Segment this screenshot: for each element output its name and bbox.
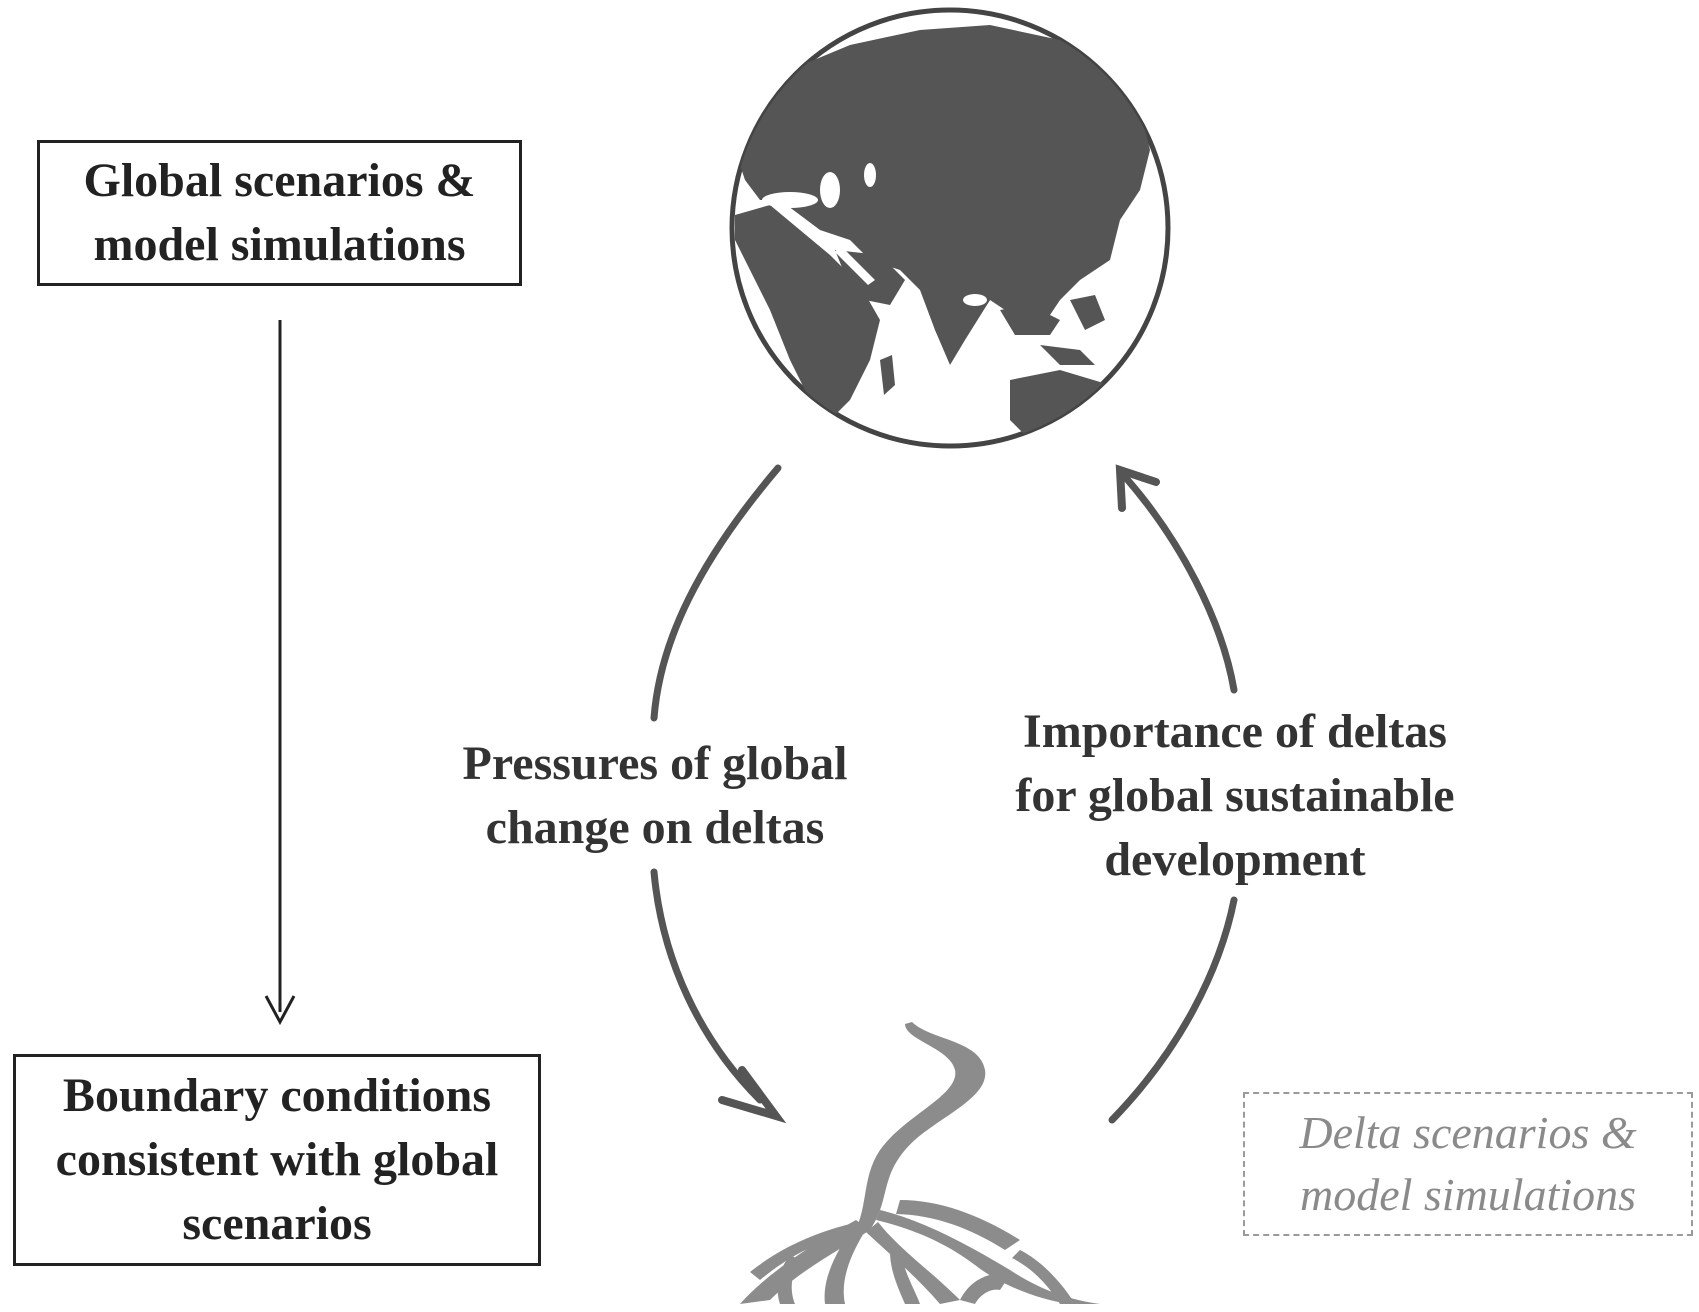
importance-arrow-lower — [1108, 896, 1238, 1124]
importance-label: Importance of deltas for global sustaina… — [955, 700, 1515, 892]
pressures-arrowhead — [718, 1066, 787, 1124]
global-scenarios-box: Global scenarios & model simulations — [37, 140, 522, 286]
river-delta-icon — [740, 1022, 1100, 1304]
pressures-label-line-1: Pressures of global — [462, 737, 848, 790]
global-scenarios-line-1: Global scenarios & — [83, 154, 476, 207]
delta-scenarios-line-2: model simulations — [1299, 1169, 1637, 1220]
pressures-arrow-lower — [650, 868, 764, 1104]
boundary-conditions-line-3: scenarios — [182, 1197, 372, 1250]
boundary-conditions-line-1: Boundary conditions — [62, 1069, 492, 1122]
boundary-conditions-box: Boundary conditions consistent with glob… — [13, 1054, 541, 1266]
delta-scenarios-box: Delta scenarios & model simulations — [1243, 1092, 1693, 1236]
pressures-arrow-upper — [650, 464, 782, 722]
importance-arrow-upper — [1122, 474, 1238, 694]
importance-label-line-2: for global sustainable — [1015, 769, 1455, 822]
globe-icon — [729, 7, 1171, 449]
importance-arrowhead — [1115, 464, 1160, 512]
scenario-flow-arrowhead — [264, 995, 296, 1026]
pressures-label-line-2: change on deltas — [485, 801, 825, 854]
boundary-conditions-line-2: consistent with global — [55, 1133, 499, 1186]
delta-scenarios-line-1: Delta scenarios & — [1299, 1107, 1637, 1158]
importance-label-line-3: development — [1104, 833, 1366, 886]
importance-label-line-1: Importance of deltas — [1023, 705, 1447, 758]
pressures-label: Pressures of global change on deltas — [415, 732, 895, 860]
global-scenarios-line-2: model simulations — [93, 218, 466, 271]
